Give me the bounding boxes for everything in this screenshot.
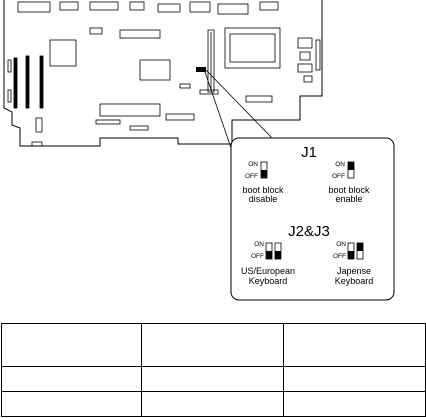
motherboard-diagram: J1 ON OFF boot block disable ON OFF boot… xyxy=(3,0,395,301)
j2j3-right-off-label: OFF xyxy=(333,253,346,260)
j1-title: J1 xyxy=(301,144,317,161)
table-cell xyxy=(1,391,142,417)
j1-left-line2: disable xyxy=(249,194,278,204)
table-row xyxy=(1,366,426,392)
table-row xyxy=(1,323,426,367)
table-row xyxy=(1,391,426,417)
j2j3-right-line2: Keyboard xyxy=(335,276,374,286)
j2j3-left-on-label: ON xyxy=(254,241,264,248)
table-cell xyxy=(1,323,142,367)
jumper-location xyxy=(196,67,206,72)
j2j3-left-off-label: OFF xyxy=(251,253,264,260)
table-cell xyxy=(283,366,426,392)
j1-right-switch-knob xyxy=(348,162,354,170)
j2j3-left-switch2-knob xyxy=(275,251,281,259)
j1-left-off-label: OFF xyxy=(245,173,258,180)
j2j3-right-on-label: ON xyxy=(336,241,346,248)
table-cell xyxy=(141,323,284,367)
callout-lines xyxy=(204,69,273,149)
table-cell xyxy=(283,323,426,367)
board-outline xyxy=(3,0,323,147)
table-cell xyxy=(141,366,284,392)
j2j3-right-switch1-knob xyxy=(348,251,354,259)
j1-right-on-label: ON xyxy=(335,161,345,168)
j1-left-on-label: ON xyxy=(248,161,258,168)
j2j3-right-switch2-knob xyxy=(357,243,363,251)
slot-connector xyxy=(207,29,215,93)
chips xyxy=(31,27,281,147)
j1-left-line1: boot block xyxy=(242,185,284,195)
j2j3-left-line1: US/European xyxy=(241,266,295,276)
j2j3-title: J2&J3 xyxy=(288,223,330,240)
j1-right-off-label: OFF xyxy=(332,173,345,180)
j1-right-line1: boot block xyxy=(328,185,370,195)
j2j3-left-switch1-knob xyxy=(266,251,272,259)
table-cell xyxy=(283,391,426,417)
j1-right-line2: enable xyxy=(335,194,362,204)
jumper-callout: J1 ON OFF boot block disable ON OFF boot… xyxy=(230,137,395,301)
j2j3-left-line2: Keyboard xyxy=(249,276,288,286)
table-cell xyxy=(141,391,284,417)
side-ports xyxy=(297,37,321,83)
memory-slots xyxy=(7,55,44,109)
jumper-table xyxy=(1,323,426,417)
j1-left-switch-knob xyxy=(261,170,267,178)
table-cell xyxy=(1,366,142,392)
top-connectors xyxy=(17,1,279,15)
j2j3-right-line1: Japense xyxy=(337,266,371,276)
